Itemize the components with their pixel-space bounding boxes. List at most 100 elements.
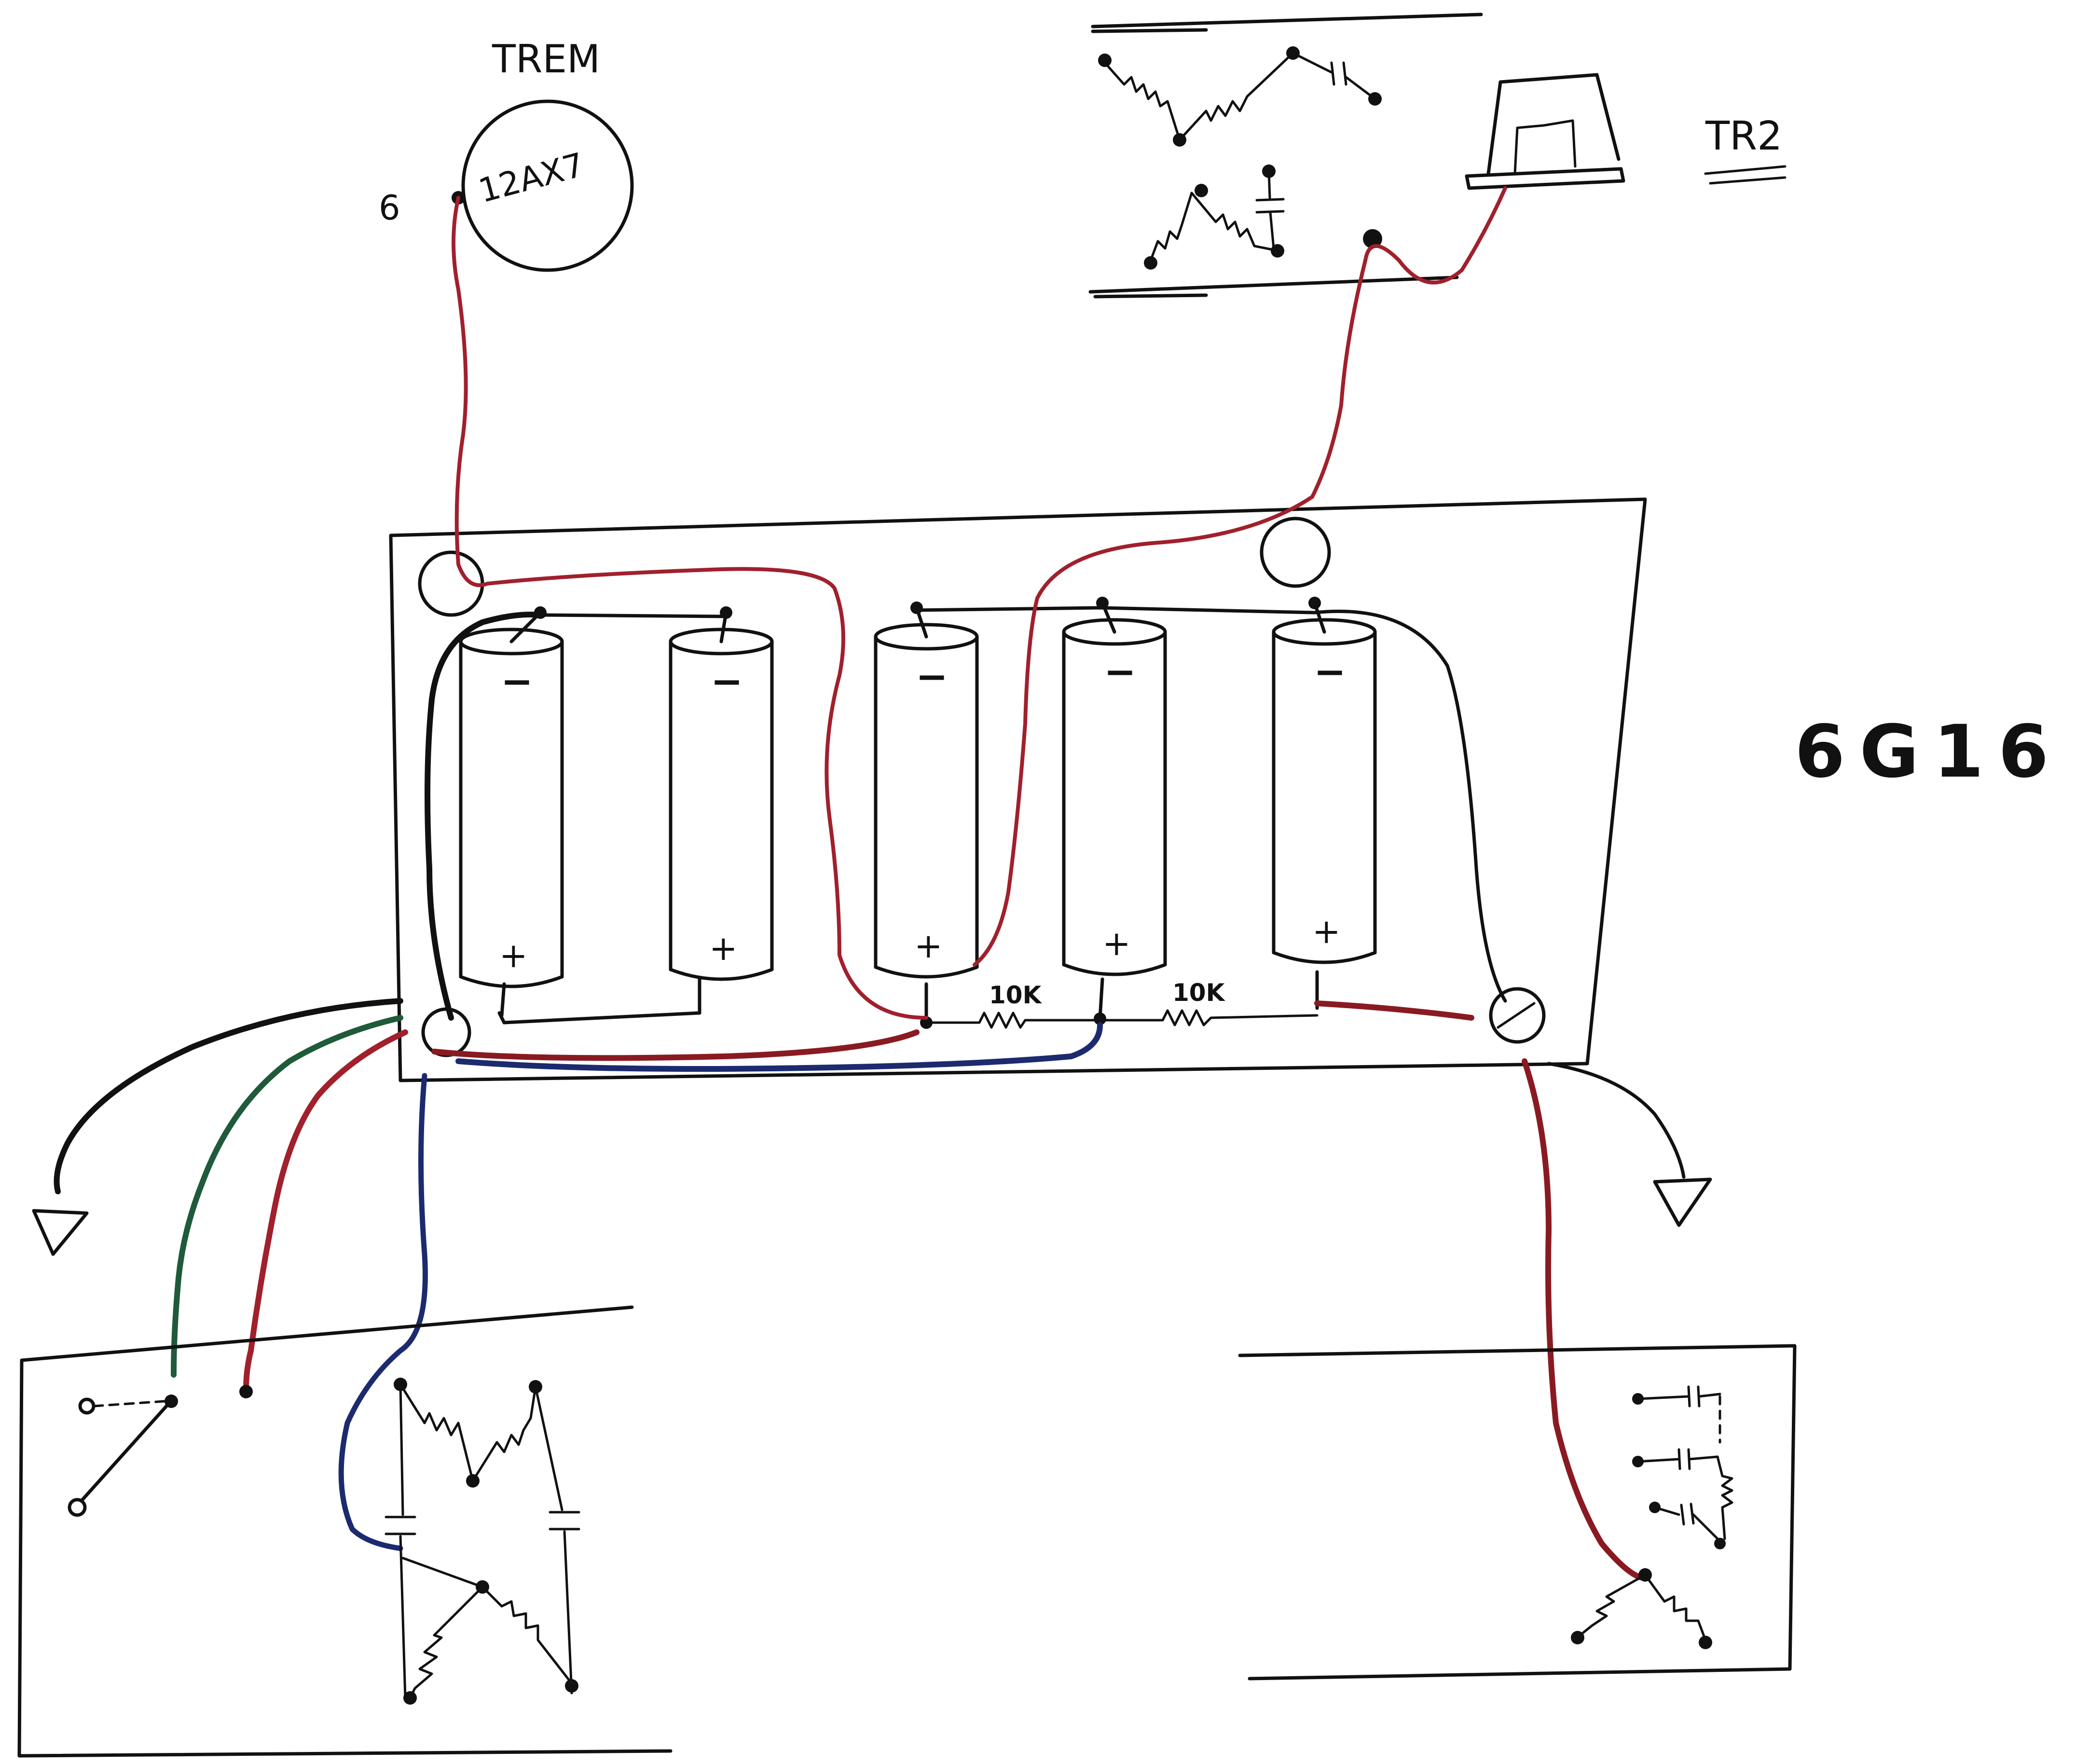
positive-marker: + (914, 926, 943, 966)
br-capacitor-ladder (1632, 1385, 1733, 1549)
dark-red-wire-lug (1314, 1000, 1474, 1021)
red-wire-switch (243, 1029, 408, 1392)
board-mounting-hole-right (1260, 517, 1331, 588)
red-wire-trem (452, 196, 928, 1020)
capacitor-top (1062, 618, 1167, 646)
positive-marker: + (499, 936, 528, 975)
capacitor-terminal (1096, 597, 1109, 609)
resistor (1579, 1573, 1647, 1637)
resistor (1103, 61, 1181, 141)
terminal (476, 1580, 489, 1594)
switch-lever (80, 1404, 168, 1502)
tube-label: 12AX7 (475, 146, 589, 210)
negative-marker: − (1314, 649, 1346, 694)
cap-board-outline (389, 497, 1647, 1082)
resistor (481, 1586, 573, 1685)
negative-bus-to-ground (1313, 609, 1507, 1003)
terminal (466, 1474, 480, 1488)
ground-eyelet (421, 1007, 471, 1057)
cap-lead (1098, 977, 1104, 1020)
model-label: 6G16 (1795, 710, 2063, 794)
negative-marker: − (501, 659, 533, 704)
resistor-10k-left (925, 1012, 1101, 1029)
capacitor (385, 1383, 416, 1699)
black-wire-out (54, 998, 403, 1194)
board-top-edge (1091, 13, 1483, 28)
switch-terminal (239, 1385, 253, 1398)
trem-label: TREM (492, 37, 600, 82)
tr2-label: TR2 (1705, 113, 1782, 159)
blue-wire-down (338, 1073, 428, 1551)
ground-arrow-icon (1653, 1177, 1712, 1227)
terminal (1571, 1631, 1584, 1644)
switch-terminal (68, 1498, 87, 1517)
filter-capacitor: −+ (874, 602, 979, 979)
board-bottom-edge (1088, 275, 1459, 294)
cap-lead (500, 982, 506, 1017)
negative-bus (915, 606, 1317, 615)
resistor (409, 1586, 484, 1699)
terminal (1262, 164, 1276, 178)
positive-bus (497, 1011, 701, 1025)
capacitor-body (669, 640, 774, 981)
terminal (1286, 46, 1300, 60)
transistor-body (1486, 73, 1621, 176)
ground-arrow-icon (32, 1209, 89, 1256)
filter-capacitor: −+ (669, 606, 774, 981)
filter-capacitor: −+ (1062, 597, 1167, 976)
capacitor-top (669, 628, 774, 656)
resistor (1178, 52, 1294, 141)
resistor-right-label: 10K (1172, 979, 1226, 1007)
negative-bus (538, 613, 728, 618)
capacitor (1255, 170, 1285, 250)
filter-capacitor: −+ (459, 606, 564, 988)
resistor (1644, 1573, 1707, 1641)
transistor-base (1465, 167, 1625, 190)
green-wire (171, 1015, 403, 1378)
terminal (529, 1380, 542, 1394)
negative-marker: − (916, 654, 948, 699)
terminal (1173, 133, 1186, 147)
terminal (1638, 1568, 1652, 1582)
capacitor-body (1062, 630, 1167, 976)
negative-marker: − (711, 659, 743, 704)
bl-board-top-edge (20, 1305, 634, 1362)
negative-marker: − (1104, 649, 1136, 694)
terminal (394, 1378, 407, 1391)
switch-terminal (78, 1397, 96, 1415)
wire (401, 1557, 484, 1588)
pin-label: 6 (379, 188, 400, 228)
resistor-left-label: 10K (989, 981, 1043, 1009)
capacitor-terminal (1308, 597, 1321, 609)
black-wire-ground (425, 612, 543, 1021)
capacitor (1292, 52, 1376, 100)
capacitor-top (459, 628, 564, 656)
positive-marker: + (1102, 924, 1131, 963)
capacitor-top (1272, 618, 1377, 646)
switch-pivot (165, 1395, 178, 1408)
resistor (399, 1383, 537, 1482)
board-top-edge-2 (1091, 28, 1208, 33)
br-board-outline (1238, 1344, 1797, 1681)
capacitor-terminal (910, 602, 923, 614)
resistor-10k-right (1099, 1009, 1319, 1026)
ground-wire-right (1547, 1062, 1686, 1179)
board-bottom-edge-2 (1093, 293, 1208, 299)
red-wire-tr2 (973, 186, 1507, 967)
positive-marker: + (1312, 912, 1341, 951)
capacitor-top (874, 623, 979, 651)
tube-socket (461, 99, 634, 272)
terminal (1271, 244, 1284, 258)
dark-red-wire-right (1522, 1058, 1643, 1580)
terminal (1368, 92, 1382, 106)
capacitor-body (1272, 630, 1377, 964)
switch-dashed-link (93, 1400, 165, 1408)
tr2-underline (1704, 165, 1787, 185)
terminal (1699, 1636, 1712, 1649)
ground-lug (1489, 987, 1546, 1044)
terminal (1195, 184, 1208, 197)
capacitor-body (459, 640, 564, 988)
dark-red-bus-wire (431, 1029, 920, 1061)
transistor-tab (1513, 119, 1577, 175)
